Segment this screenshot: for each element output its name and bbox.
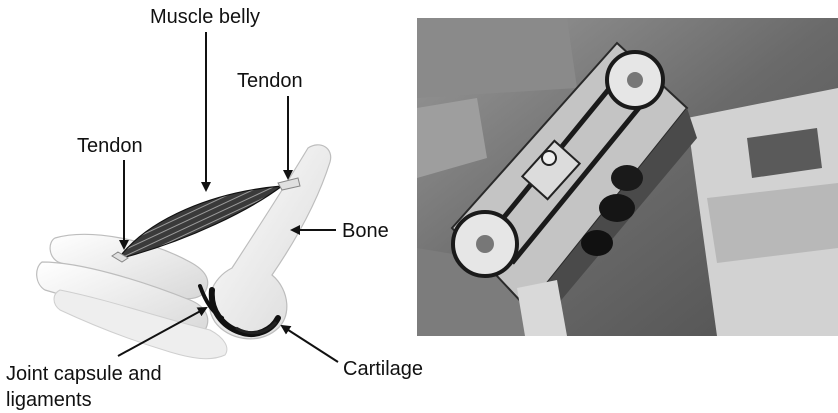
photo-carriage-bolt: [542, 151, 556, 165]
label-joint-capsule-line2: ligaments: [6, 387, 216, 413]
elbow-illustration: [37, 145, 331, 359]
label-joint-capsule-line1: Joint capsule and: [6, 361, 216, 387]
label-bone: Bone: [342, 220, 389, 242]
photo-motor-2: [611, 165, 643, 191]
mechanism-photo: [417, 18, 838, 336]
photo-bg-box: [417, 18, 577, 98]
photo-pulley-top-hub: [627, 72, 643, 88]
label-tendon-left: Tendon: [77, 135, 143, 157]
photo-pulley-bottom-hub: [476, 235, 494, 253]
humerus-bone: [209, 145, 331, 339]
arrow-cartilage: [282, 326, 338, 362]
label-joint-capsule: Joint capsule and ligaments: [6, 361, 216, 413]
photo-motor-3: [581, 230, 613, 256]
label-muscle-belly: Muscle belly: [150, 6, 260, 28]
photo-motor-1: [599, 194, 635, 222]
label-tendon-right: Tendon: [237, 70, 303, 92]
label-cartilage: Cartilage: [343, 358, 423, 380]
